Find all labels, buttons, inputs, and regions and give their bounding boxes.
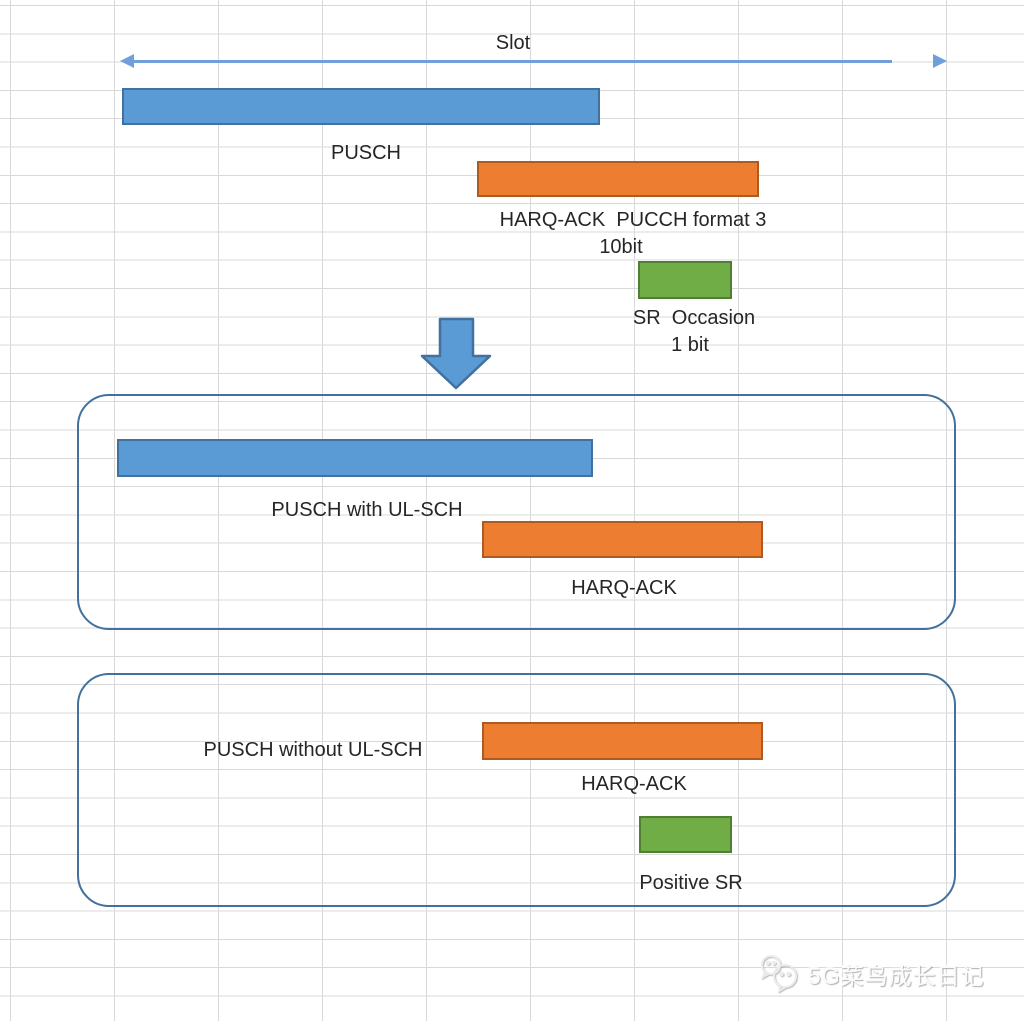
sr-occasion-label-line1: SR Occasion bbox=[632, 307, 756, 329]
slot-label: Slot bbox=[495, 32, 531, 54]
down-arrow-icon bbox=[420, 317, 492, 390]
arrow-right-head-icon bbox=[933, 54, 947, 68]
sr-occasion-bar bbox=[638, 261, 732, 299]
pusch-bar bbox=[122, 88, 600, 125]
arrow-left-head-icon bbox=[120, 54, 134, 68]
harq-pucch-label-line1: HARQ-ACK PUCCH format 3 bbox=[499, 209, 767, 231]
pusch-without-ulsch-box bbox=[77, 673, 956, 907]
harq-ack-label-box2: HARQ-ACK bbox=[581, 773, 687, 795]
watermark-text: 5G菜鸟成长日记 bbox=[808, 963, 985, 989]
pusch-with-ulsch-box bbox=[77, 394, 956, 630]
positive-sr-bar bbox=[639, 816, 732, 853]
sr-occasion-label-line2: 1 bit bbox=[671, 334, 709, 356]
positive-sr-label: Positive SR bbox=[639, 872, 743, 894]
wechat-icon bbox=[760, 955, 797, 993]
harq-ack-bar-box1 bbox=[482, 521, 763, 558]
pusch-without-ulsch-title: PUSCH without UL-SCH bbox=[203, 739, 423, 761]
harq-pucch-bar bbox=[477, 161, 759, 197]
harq-ack-bar-box2 bbox=[482, 722, 763, 760]
watermark: 5G菜鸟成长日记 bbox=[756, 952, 985, 996]
harq-ack-label-box1: HARQ-ACK bbox=[571, 577, 677, 599]
pusch-with-ulsch-bar bbox=[117, 439, 593, 477]
pusch-with-ulsch-title: PUSCH with UL-SCH bbox=[271, 499, 463, 521]
pusch-label: PUSCH bbox=[330, 142, 402, 164]
arrow-line bbox=[133, 60, 892, 63]
harq-pucch-label-line2: 10bit bbox=[599, 236, 643, 258]
